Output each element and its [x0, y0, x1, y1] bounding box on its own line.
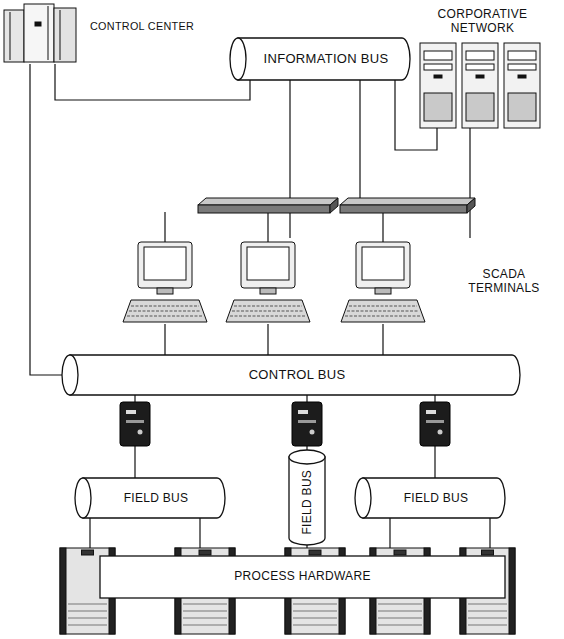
- server-cabinet: [4, 4, 76, 62]
- bus-wire: [359, 80, 360, 198]
- bus-cylinder-end: [230, 38, 246, 80]
- process-hardware-band: [100, 556, 505, 598]
- bus-cylinder-end: [62, 355, 78, 395]
- bus-connection: [55, 64, 250, 100]
- bus-cylinder: [289, 457, 325, 545]
- field-bus: FIELD BUS: [75, 478, 225, 518]
- scada-terminal: [123, 242, 207, 322]
- bus-connection: [199, 518, 200, 548]
- node-label: CORPORATIVE NETWORK: [428, 7, 538, 36]
- bus-connection: [289, 80, 290, 238]
- control-center-shape: [2, 2, 202, 64]
- control-bus: CONTROL BUS: [62, 355, 520, 395]
- node-label: CONTROL CENTER: [90, 20, 194, 33]
- scada-terminal: [226, 242, 310, 322]
- bus-cylinder-end: [289, 450, 325, 464]
- corporative-network: CORPORATIVE NETWORK: [415, 5, 550, 128]
- node-label: FIELD BUS: [404, 491, 469, 505]
- field-bus: FIELD BUS: [289, 450, 325, 545]
- bus-connection: [30, 64, 62, 375]
- computer-tower: [420, 43, 456, 128]
- bus-cylinder: [363, 478, 505, 518]
- information-bus: INFORMATION BUS: [230, 38, 410, 80]
- network-switch: [198, 198, 338, 213]
- switch-wire: [267, 212, 268, 242]
- switch-wire: [164, 212, 165, 242]
- terminal-wire: [382, 324, 383, 355]
- scada-terminal: [341, 242, 425, 322]
- field-wire: [89, 518, 90, 548]
- bus-connection: [164, 324, 165, 355]
- bus-cylinder-end: [75, 478, 91, 518]
- bus-cylinder: [238, 38, 410, 80]
- field-bus: FIELD BUS: [355, 478, 505, 518]
- node-label: SCADA TERMINALS: [464, 267, 544, 296]
- computer-tower: [462, 43, 498, 128]
- node-label: CONTROL BUS: [249, 367, 346, 383]
- bus-cylinder: [83, 478, 225, 518]
- terminal-wire: [267, 324, 268, 355]
- process-hardware: PROCESS HARDWARE: [50, 548, 525, 634]
- bus-connection: [469, 128, 470, 238]
- node-label: PROCESS HARDWARE: [234, 569, 370, 583]
- control-center: CONTROL CENTER: [2, 2, 202, 64]
- field-wire: [389, 518, 390, 548]
- bus-cylinder-end: [355, 478, 371, 518]
- node-label: FIELD BUS: [300, 470, 314, 535]
- switch-wire: [382, 212, 383, 242]
- node-label: INFORMATION BUS: [264, 51, 389, 67]
- process-hardware-shape: [50, 548, 525, 634]
- bus-cylinder: [70, 355, 520, 395]
- node-label: FIELD BUS: [124, 491, 189, 505]
- controller-unit: [120, 402, 450, 446]
- computer-tower: [504, 43, 540, 128]
- scada-terminals: SCADA TERMINALS: [115, 238, 550, 324]
- network-switch: [340, 198, 475, 213]
- bus-connection: [489, 518, 490, 548]
